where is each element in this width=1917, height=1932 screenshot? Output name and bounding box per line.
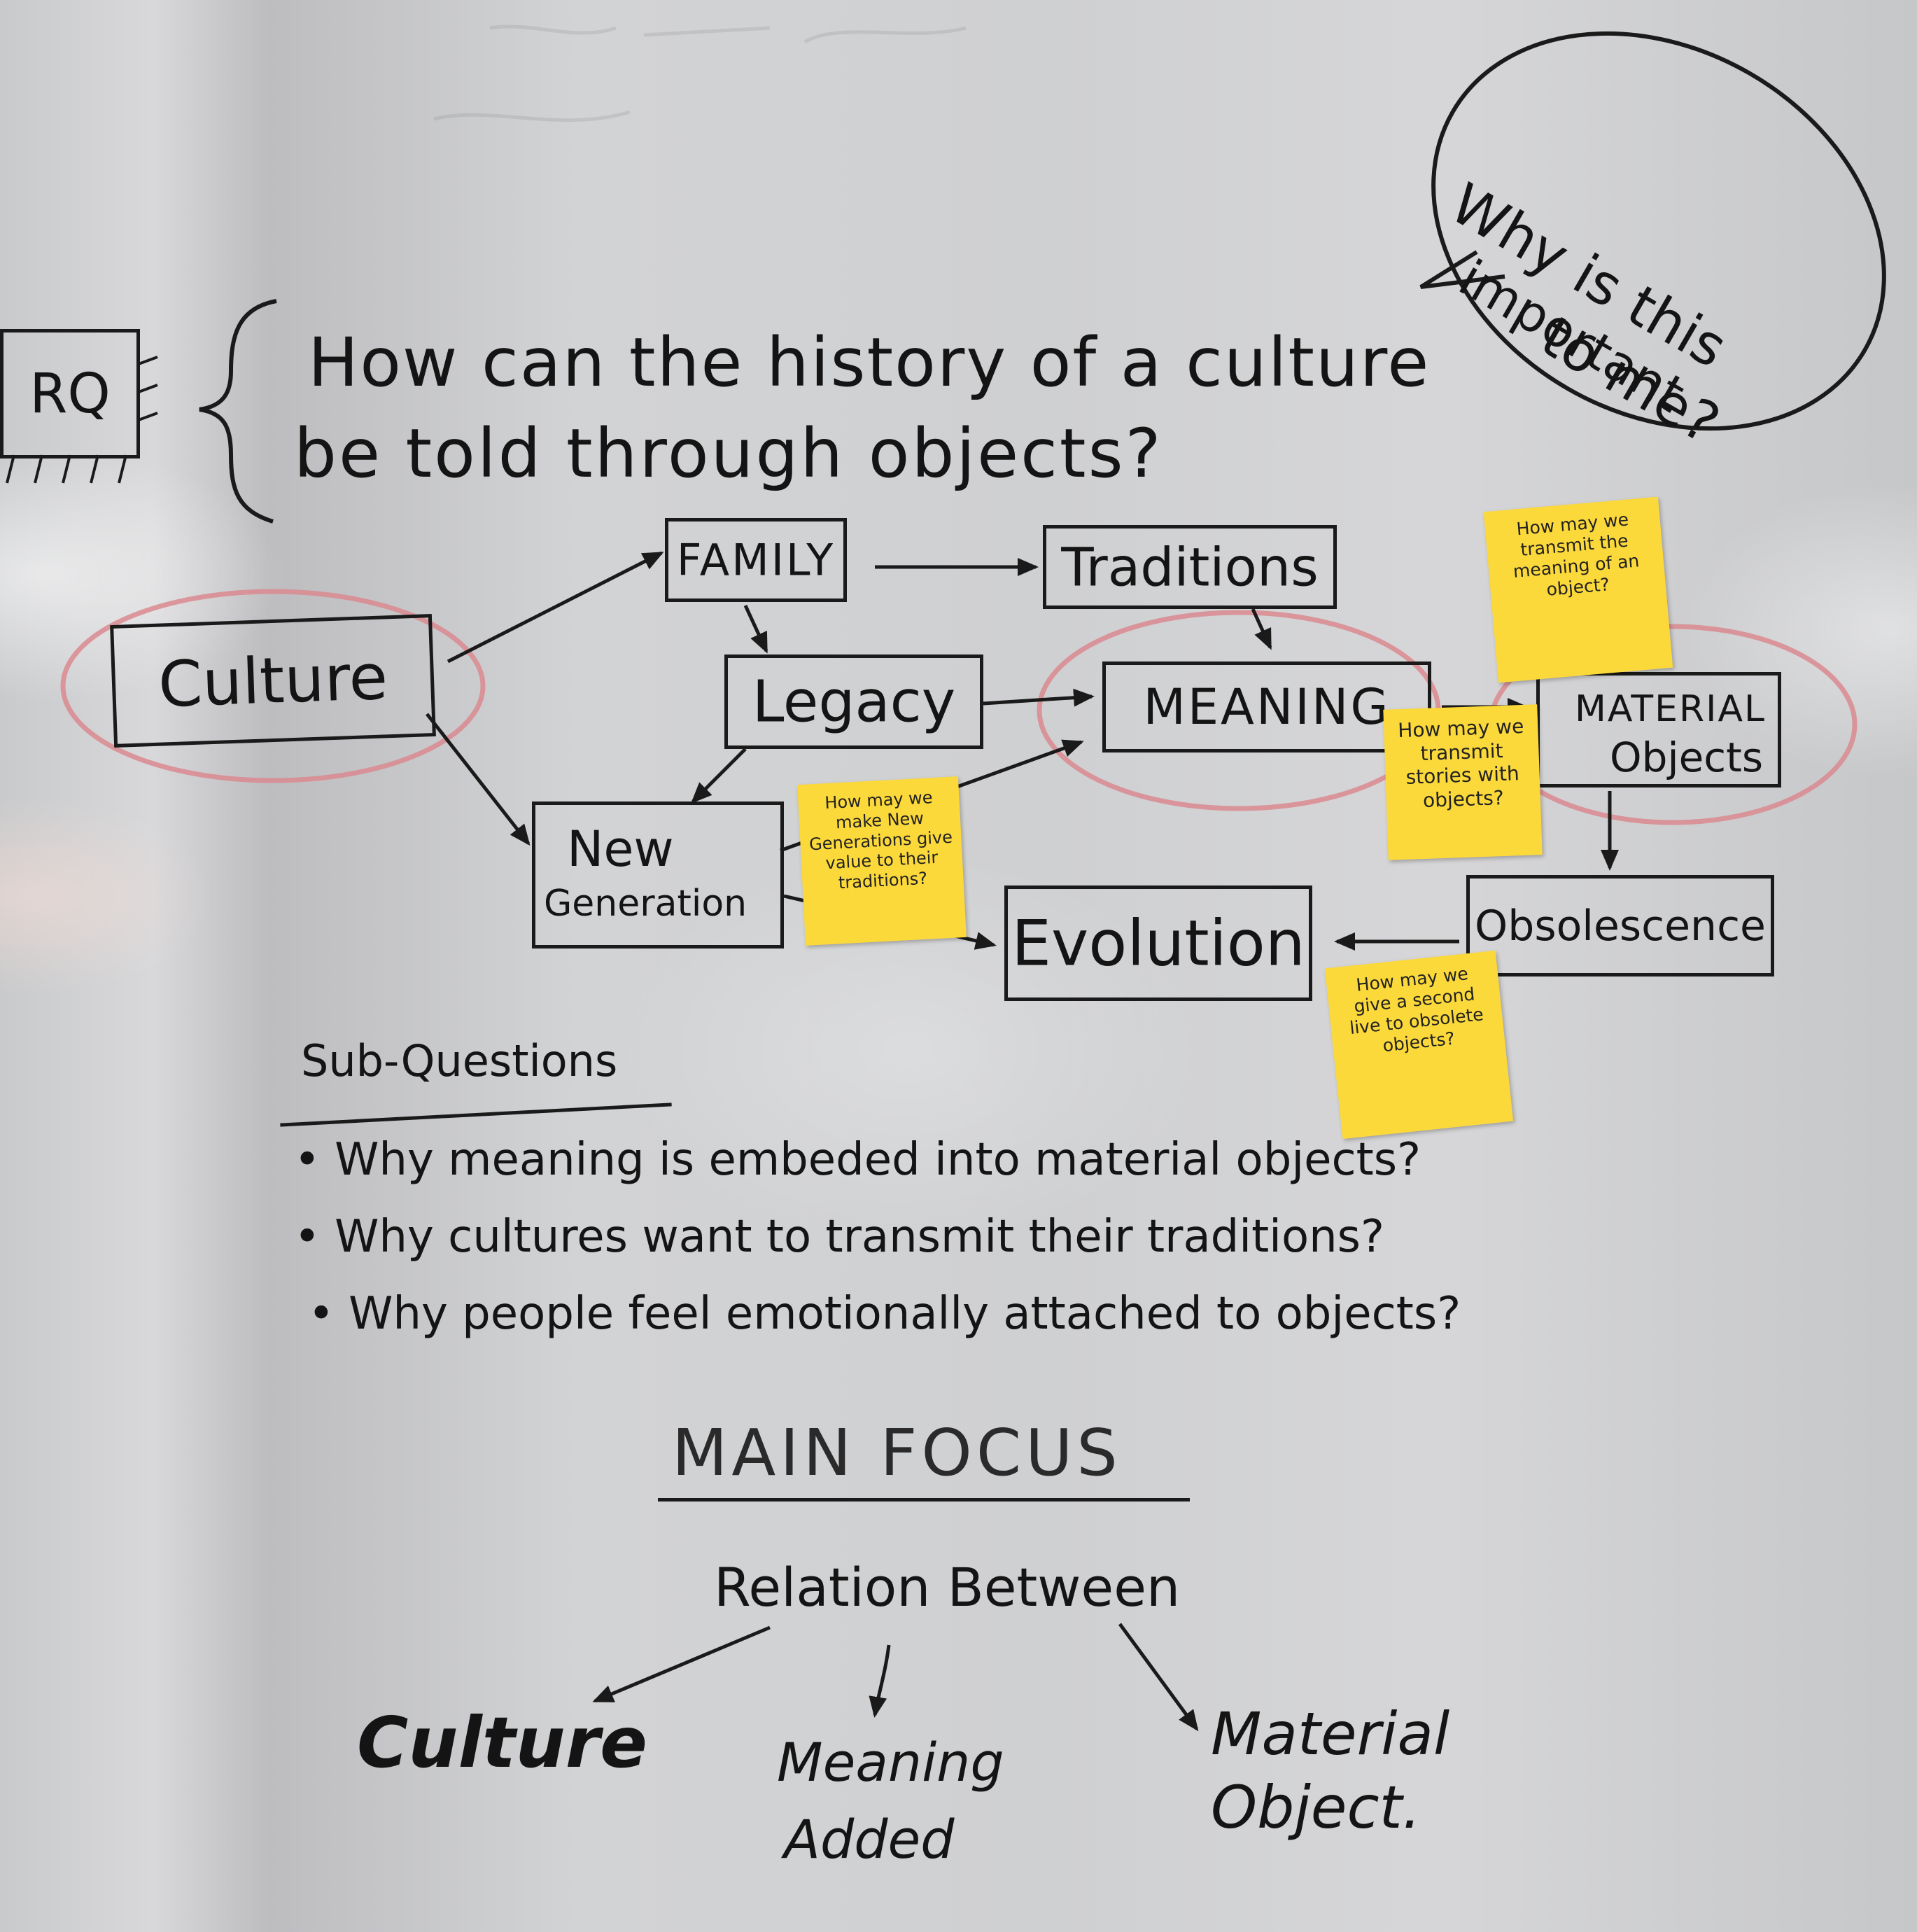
rq-hatch [6,356,158,484]
focus-material-line1: Material [1211,1700,1450,1768]
node-legacy: Legacy [724,654,983,749]
node-legacy-label: Legacy [752,668,956,735]
sub-question-1: • Why meaning is embeded into material o… [294,1134,1421,1186]
importance-bubble-tail [1419,250,1505,289]
sticky-note-transmit-meaning: How may we transmit the meaning of an ob… [1483,496,1673,683]
node-obsolescence-label: Obsolescence [1475,901,1766,951]
node-material-objects: MATERIAL Objects [1536,672,1781,788]
research-question-line2: be told through objects? [294,414,1163,493]
node-new-generation: New Generation [532,802,784,948]
bullet-dot-1: • [294,1134,335,1186]
arrow-relation-culture [592,1625,771,1703]
node-new-generation-line1: New [567,820,674,878]
sticky-note-second-life: How may we give a second live to obsolet… [1324,950,1514,1140]
sub-question-3: • Why people feel emotionally attached t… [308,1288,1461,1340]
node-family: FAMILY [665,518,847,602]
node-traditions-label: Traditions [1061,536,1319,598]
ghost-writing [433,24,967,122]
main-focus-underline [658,1498,1190,1502]
node-culture: Culture [110,614,436,748]
rq-tag: RQ [0,329,140,458]
importance-bubble-outline [1431,31,1886,431]
arrow-traditions-meaning [1251,608,1272,650]
bullet-dot-3: • [308,1288,349,1340]
sub-question-1-text: Why meaning is embeded into material obj… [335,1134,1421,1186]
node-new-generation-line2: Generation [544,883,747,925]
sub-questions-heading: Sub-Questions [301,1035,618,1086]
relation-between: Relation Between [714,1556,1181,1618]
sub-question-2: • Why cultures want to transmit their tr… [294,1211,1384,1263]
focus-culture: Culture [357,1702,647,1784]
node-evolution: Evolution [1004,886,1312,1001]
arrow-culture-newgeneration [426,713,531,846]
sticky-note-new-generations: How may we make New Generations give val… [797,776,967,946]
focus-meaning-line1: Meaning [777,1731,1004,1793]
arrow-family-legacy [743,604,768,654]
node-material-line1: MATERIAL [1575,688,1767,730]
node-culture-label: Culture [157,640,389,722]
arrow-legacy-meaning [983,688,1095,707]
sub-question-3-text: Why people feel emotionally attached to … [349,1288,1461,1340]
focus-material-line2: Object. [1211,1773,1421,1842]
node-meaning-label: MEANING [1143,678,1391,736]
arrow-legacy-newgeneration [691,748,747,804]
node-material-line2: Objects [1610,734,1764,781]
sub-question-2-text: Why cultures want to transmit their trad… [335,1211,1384,1263]
sticky-note-transmit-stories: How may we transmit stories with objects… [1383,704,1543,860]
bullet-dot-2: • [294,1211,335,1263]
rq-tag-label: RQ [29,362,111,426]
research-question-line1: How can the history of a culture [308,323,1431,402]
node-evolution-label: Evolution [1011,906,1305,980]
focus-meaning-line2: Added [784,1808,955,1870]
arrow-culture-family [447,551,664,664]
culture-highlight [60,589,486,783]
main-focus-heading: MAIN FOCUS [672,1415,1122,1490]
node-family-label: FAMILY [676,534,836,586]
node-meaning: MEANING [1102,662,1431,752]
curly-bracket [199,299,277,524]
arrow-relation-material [1118,1623,1199,1732]
node-traditions: Traditions [1043,525,1337,609]
node-obsolescence: Obsolescence [1466,875,1774,976]
arrow-relation-meaning [869,1644,891,1718]
